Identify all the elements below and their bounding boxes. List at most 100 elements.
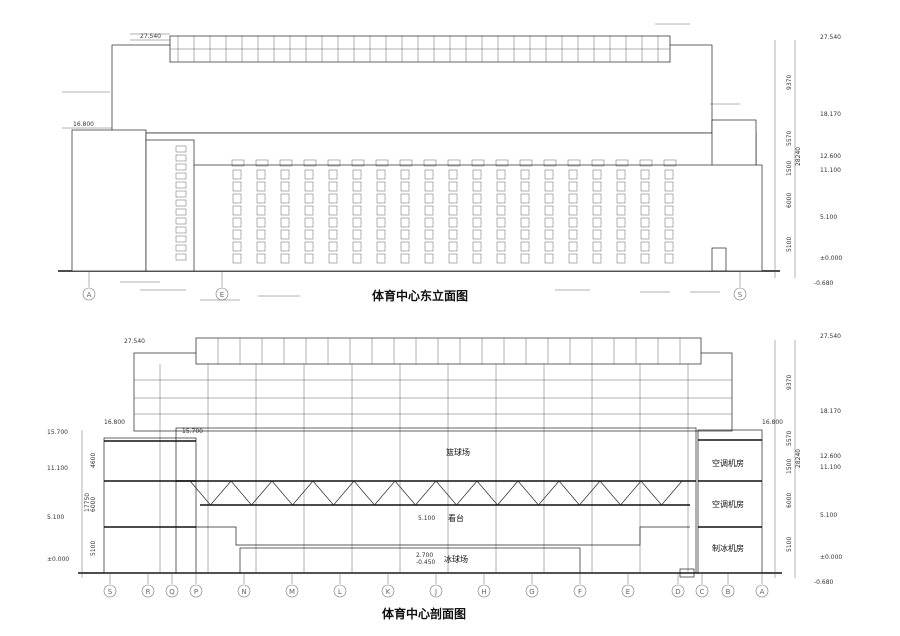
facade-window: [616, 205, 626, 216]
facade-window: [640, 169, 650, 180]
stair-window: [175, 145, 187, 153]
column-cap: [519, 159, 533, 167]
room-label-ice-machine-room: 制冰机房: [712, 543, 744, 553]
facade-window: [304, 241, 314, 252]
column-cap: [447, 159, 461, 167]
facade-window: [496, 193, 506, 204]
facade-window: [472, 253, 482, 264]
truss-web: [189, 480, 683, 506]
facade-window: [568, 181, 578, 192]
level-mark: 27.540: [820, 333, 841, 340]
elevation-right-dimensions: 9370 5570 1500 6000 5100 28240: [786, 75, 802, 252]
dimension-value: 5570: [786, 131, 793, 146]
axis-bubble: [141, 584, 155, 598]
dimension-value: 17750: [84, 493, 91, 512]
room-label-basketball: 篮球场: [446, 447, 470, 457]
axis-bubble: [525, 584, 539, 598]
facade-window: [568, 193, 578, 204]
facade-window: [256, 253, 266, 264]
stair-window: [175, 217, 187, 225]
level-mark: 5.100: [418, 515, 435, 522]
room-label-stands: 看台: [448, 513, 464, 523]
facade-window: [496, 217, 506, 228]
facade-window: [496, 205, 506, 216]
column-cap: [399, 159, 413, 167]
column-cap: [303, 159, 317, 167]
facade-window: [664, 193, 674, 204]
facade-window: [544, 241, 554, 252]
axis-label: L: [338, 588, 342, 596]
facade-window: [424, 229, 434, 240]
facade-window: [376, 217, 386, 228]
axis-bubble: [165, 584, 179, 598]
pit: [679, 568, 695, 578]
column-cap: [543, 159, 557, 167]
axis-label: B: [726, 588, 731, 596]
facade-window: [352, 217, 362, 228]
facade-window: [376, 241, 386, 252]
facade-window: [664, 253, 674, 264]
stair-window: [175, 226, 187, 234]
axis-label: R: [146, 588, 151, 596]
facade-window: [568, 241, 578, 252]
axis-bubble: [381, 584, 395, 598]
facade-window: [592, 193, 602, 204]
column-cap: [591, 159, 605, 167]
dimension-value: 28240: [795, 449, 802, 468]
axis-bubble: [695, 584, 709, 598]
facade-window: [544, 217, 554, 228]
axis-bubble: [621, 584, 635, 598]
facade-window: [400, 241, 410, 252]
axis-bubble: [237, 584, 251, 598]
facade-window: [520, 241, 530, 252]
facade-window: [400, 253, 410, 264]
facade-window-columns: [231, 159, 677, 264]
facade-window: [520, 205, 530, 216]
axis-label: K: [386, 588, 391, 596]
axis-label: A: [87, 291, 92, 299]
level-mark: 18.170: [820, 408, 841, 415]
column-cap: [663, 159, 677, 167]
dimension-value: 4600: [90, 453, 97, 468]
facade-window: [664, 241, 674, 252]
level-mark: 27.540: [124, 338, 145, 345]
facade-window: [496, 253, 506, 264]
axis-label: F: [578, 588, 582, 596]
stair-window: [175, 154, 187, 162]
axis-bubble: [721, 584, 735, 598]
elevation-middle-band: [145, 132, 757, 169]
axis-bubble: [103, 584, 117, 598]
level-mark: 11.100: [47, 465, 68, 472]
facade-window: [424, 181, 434, 192]
material-note-leaders: [62, 23, 740, 301]
facade-window: [328, 217, 338, 228]
facade-window: [640, 193, 650, 204]
stair-window: [175, 244, 187, 252]
facade-window: [592, 217, 602, 228]
level-mark: 12.600: [820, 453, 841, 460]
facade-window: [496, 181, 506, 192]
facade-window: [280, 193, 290, 204]
facade-window: [664, 229, 674, 240]
facade-window: [544, 205, 554, 216]
facade-window: [520, 193, 530, 204]
facade-window: [472, 193, 482, 204]
facade-window: [664, 205, 674, 216]
facade-window: [544, 193, 554, 204]
axis-bubble: [189, 584, 203, 598]
facade-window: [640, 181, 650, 192]
facade-window: [352, 169, 362, 180]
axis-bubble: [733, 287, 747, 301]
axis-label: N: [241, 588, 246, 596]
facade-window: [376, 205, 386, 216]
axis-label: M: [289, 588, 295, 596]
level-mark: 15.700: [47, 429, 68, 436]
column-cap: [615, 159, 629, 167]
facade-window: [616, 181, 626, 192]
facade-window: [352, 241, 362, 252]
facade-window: [544, 229, 554, 240]
axis-label: D: [675, 588, 680, 596]
facade-window: [640, 217, 650, 228]
elevation-entrance-door: [711, 247, 727, 272]
